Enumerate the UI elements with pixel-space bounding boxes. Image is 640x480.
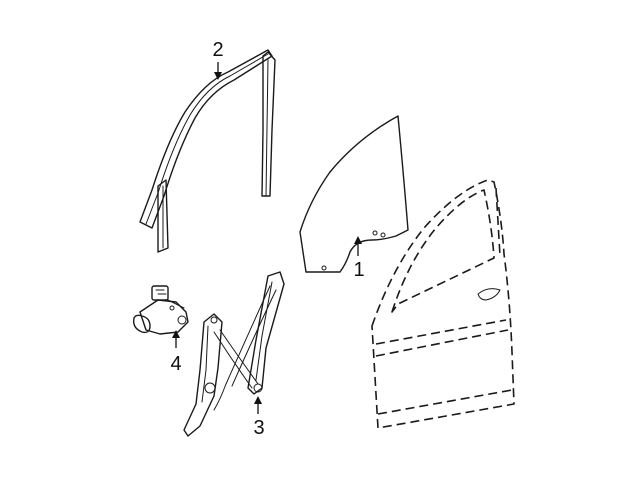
run-channel-part[interactable] bbox=[139, 49, 276, 253]
window-motor-part[interactable] bbox=[132, 285, 189, 335]
callout-3-label: 3 bbox=[253, 417, 264, 439]
callout-2-label: 2 bbox=[212, 39, 223, 61]
window-regulator-part[interactable] bbox=[183, 271, 285, 437]
callout-1-label: 1 bbox=[353, 259, 364, 281]
callout-4-label: 4 bbox=[170, 353, 181, 375]
door-shell-outline bbox=[371, 179, 515, 429]
callout-arrows bbox=[172, 62, 362, 414]
door-glass-part[interactable] bbox=[299, 115, 409, 273]
